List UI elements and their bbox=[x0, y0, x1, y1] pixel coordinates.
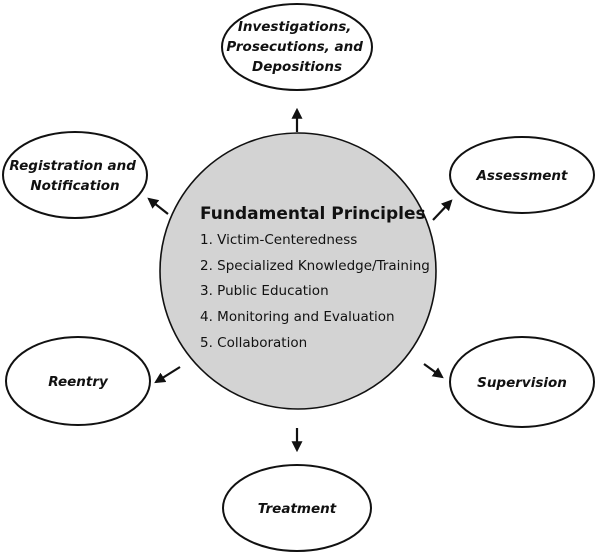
node-assessment-label: Assessment bbox=[475, 168, 568, 184]
node-investigations-line-3: Depositions bbox=[252, 59, 342, 75]
center-item-3: 3. Public Education bbox=[200, 283, 329, 299]
svg-text:Investigations, Prosecutio: Investigations, Prosecutions, and Deposi… bbox=[226, 19, 367, 75]
arrow-to-assessment bbox=[432, 199, 453, 221]
node-reentry-label: Reentry bbox=[48, 374, 109, 390]
node-registration-line-2: Notification bbox=[30, 178, 119, 194]
node-reentry bbox=[5, 336, 151, 426]
node-supervision bbox=[449, 336, 595, 428]
center-circle bbox=[159, 132, 437, 410]
node-registration-line-1: Registration and bbox=[9, 158, 136, 174]
node-treatment bbox=[222, 464, 372, 552]
node-investigations-line-1: Investigations, bbox=[238, 19, 352, 35]
center-title: Fundamental Principles bbox=[200, 204, 426, 224]
center-item-5: 5. Collaboration bbox=[200, 335, 307, 351]
node-assessment bbox=[449, 136, 595, 214]
center-item-2: 2. Specialized Knowledge/Training bbox=[200, 258, 430, 274]
node-investigations-line-2: Prosecutions, and bbox=[226, 39, 363, 55]
center-item-1: 1. Victim-Centeredness bbox=[200, 232, 357, 248]
arrow-to-reentry bbox=[154, 366, 181, 384]
svg-text:Registration and Notificat: Registration and Notification bbox=[9, 158, 140, 194]
node-investigations bbox=[221, 3, 373, 91]
node-treatment-label: Treatment bbox=[258, 501, 337, 517]
arrow-to-supervision bbox=[423, 363, 444, 379]
node-registration bbox=[2, 131, 148, 219]
node-supervision-label: Supervision bbox=[477, 375, 567, 391]
arrow-to-registration bbox=[147, 197, 169, 215]
center-item-4: 4. Monitoring and Evaluation bbox=[200, 309, 395, 325]
